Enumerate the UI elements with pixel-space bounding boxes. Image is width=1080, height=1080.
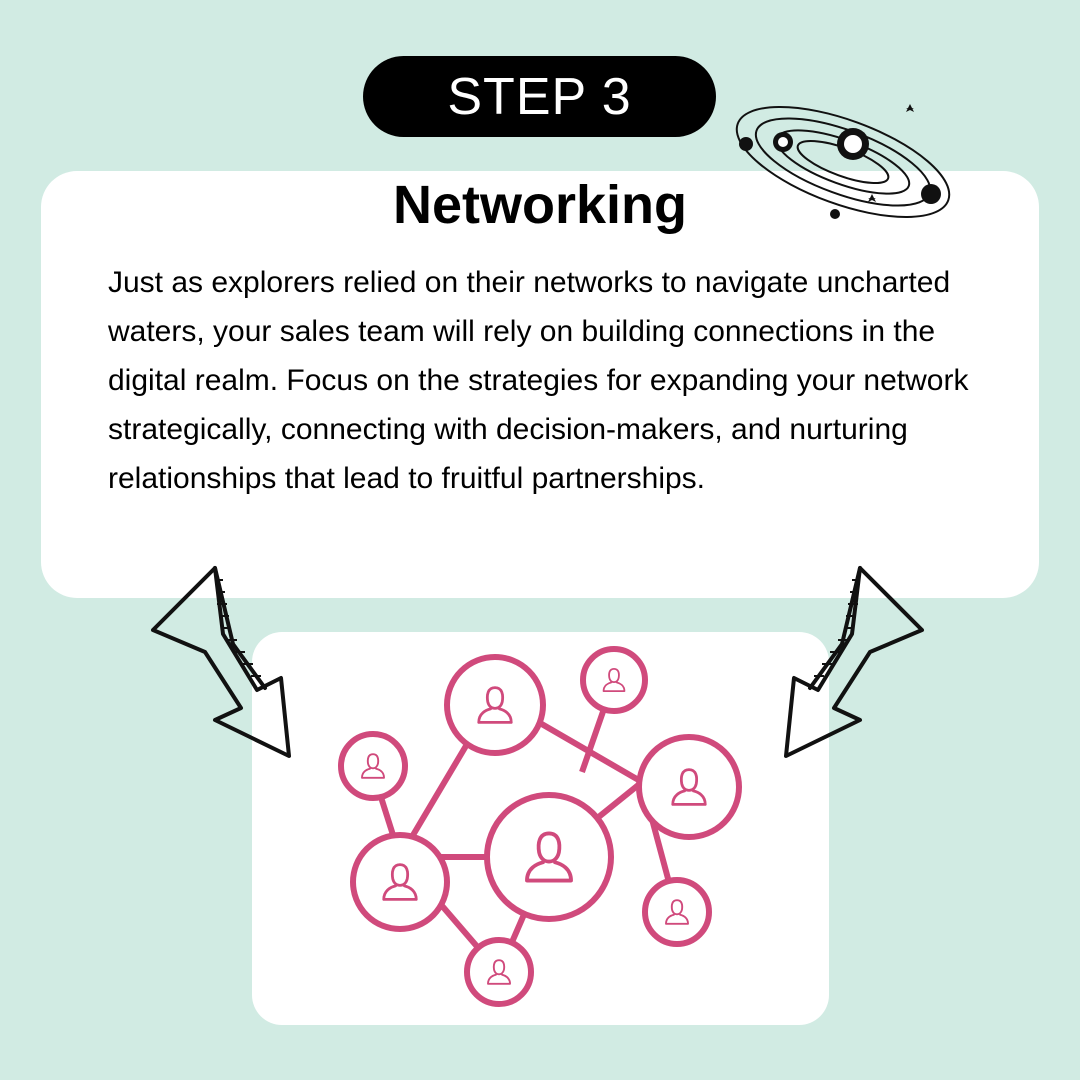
curved-arrow-right-icon xyxy=(784,566,924,758)
curved-arrow-left-icon xyxy=(151,566,291,758)
card-title: Networking xyxy=(392,175,688,235)
step-badge: STEP 3 xyxy=(363,56,716,137)
galaxy-doodle-icon xyxy=(735,104,951,219)
card-body: Just as explorers relied on their networ… xyxy=(108,266,969,495)
text-card xyxy=(41,171,1039,598)
people-network-icon xyxy=(338,646,742,1007)
